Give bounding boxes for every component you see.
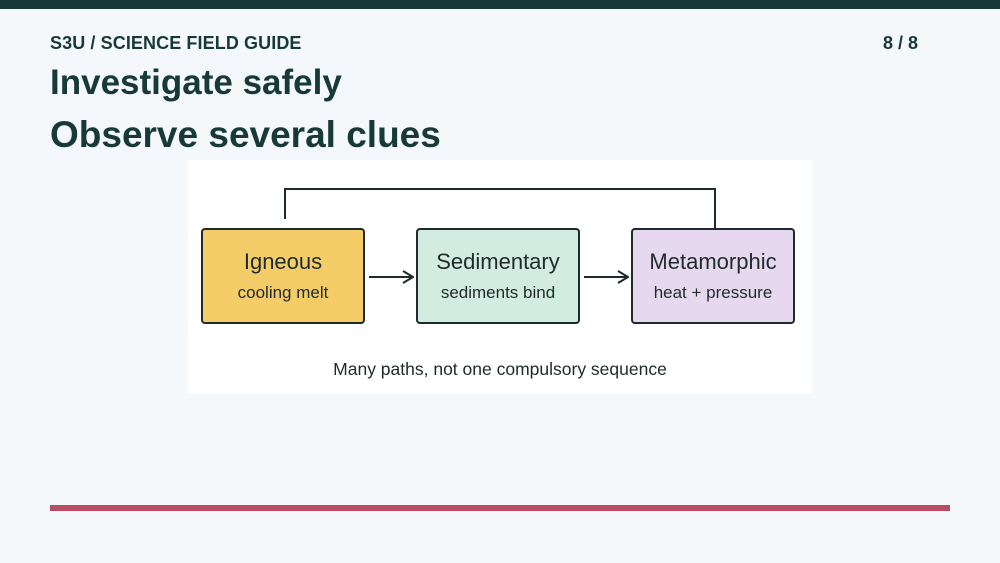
node-metamorphic-name: Metamorphic <box>649 249 777 274</box>
slide-title: Investigate safely <box>50 63 342 102</box>
node-igneous: Igneous cooling melt <box>201 228 365 324</box>
diagram-connectors <box>284 188 716 394</box>
node-metamorphic: Metamorphic heat + pressure <box>631 228 795 324</box>
rock-cycle-diagram: Igneous cooling melt Sedimentary sedimen… <box>188 160 812 394</box>
node-igneous-desc: cooling melt <box>237 283 329 302</box>
node-sedimentary: Sedimentary sediments bind <box>416 228 580 324</box>
node-sedimentary-name: Sedimentary <box>436 249 560 274</box>
course-kicker: S3U / SCIENCE FIELD GUIDE <box>50 33 302 53</box>
slide-subtitle: Observe several clues <box>50 114 441 155</box>
igneous-metamorphic-connector <box>284 188 716 228</box>
diagram-caption: Many paths, not one compulsory sequence <box>333 359 667 379</box>
page-number: 8 / 8 <box>882 33 918 53</box>
node-sedimentary-desc: sediments bind <box>440 283 556 302</box>
node-metamorphic-desc: heat + pressure <box>653 283 773 302</box>
top-bar <box>0 0 1000 9</box>
accent-bar <box>50 505 950 511</box>
node-igneous-name: Igneous <box>243 249 323 274</box>
